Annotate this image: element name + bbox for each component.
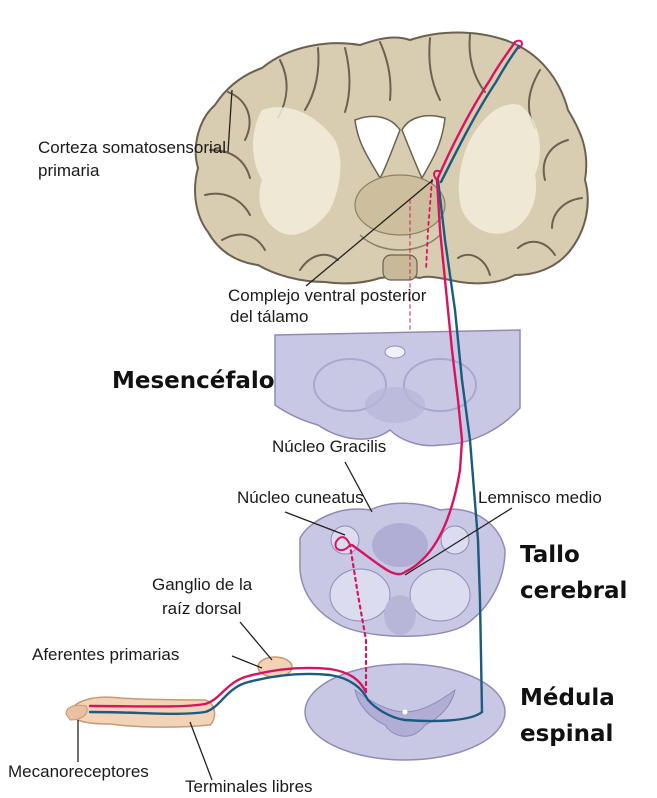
label-lemniscus: Lemnisco medio: [478, 487, 602, 508]
medulla-section: [300, 503, 505, 636]
label-gracilis: Núcleo Gracilis: [272, 436, 386, 457]
leader-ganglion: [240, 622, 272, 660]
label-mechanoreceptors: Mecanoreceptores: [8, 761, 149, 782]
brain-coronal-section: [195, 33, 588, 284]
label-cuneatus: Núcleo cuneatus: [237, 487, 364, 508]
label-ganglion-line1: Ganglio de la: [152, 574, 252, 595]
label-ganglion-line2: raíz dorsal: [162, 598, 241, 619]
region-spinal-line1: Médula: [520, 683, 615, 713]
leader-free-endings: [190, 722, 212, 780]
label-cortex-line2: primaria: [38, 160, 99, 181]
midbrain-section: [275, 330, 520, 446]
spinal-cord-section: [305, 664, 505, 760]
label-thalamus-line1: Complejo ventral posterior: [228, 285, 426, 306]
label-afferents: Aferentes primarias: [32, 644, 179, 665]
region-midbrain: Mesencéfalo: [112, 366, 275, 396]
leader-afferents: [232, 656, 262, 668]
region-brainstem-line2: cerebral: [520, 576, 627, 606]
label-thalamus-line2: del tálamo: [230, 306, 308, 327]
region-spinal-line2: espinal: [520, 719, 613, 749]
label-cortex-line1: Corteza somatosensorial: [38, 137, 226, 158]
region-brainstem-line1: Tallo: [520, 540, 580, 570]
label-free-endings: Terminales libres: [185, 776, 313, 797]
